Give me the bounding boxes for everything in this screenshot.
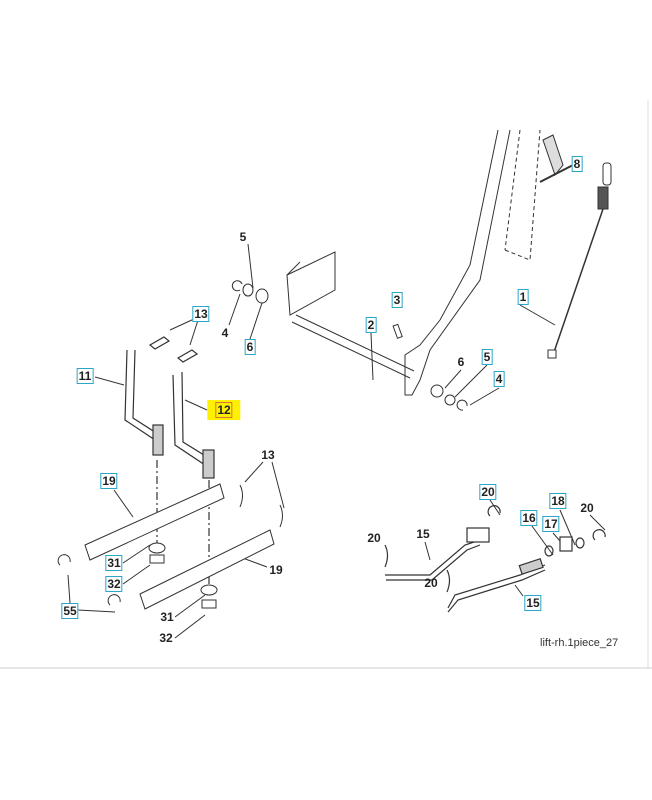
callout-13[interactable]: 13	[192, 306, 210, 322]
callout-31[interactable]: 31	[105, 555, 123, 571]
control-rods	[384, 505, 606, 613]
callout-4[interactable]: 4	[493, 371, 505, 387]
callout-20[interactable]: 20	[479, 484, 497, 500]
callout-11[interactable]: 11	[76, 368, 94, 384]
callout-17[interactable]: 17	[542, 516, 560, 532]
callout-55[interactable]: 55	[61, 603, 79, 619]
bracket-and-shaft	[231, 251, 468, 411]
callout-5[interactable]: 5	[481, 349, 493, 365]
callout-13: 13	[261, 448, 275, 462]
callout-31: 31	[160, 610, 174, 624]
callout-19[interactable]: 19	[100, 473, 118, 489]
callout-15[interactable]: 15	[524, 595, 542, 611]
callout-4: 4	[221, 326, 229, 340]
callout-19: 19	[269, 563, 283, 577]
callout-20: 20	[580, 501, 594, 515]
callout-32[interactable]: 32	[105, 576, 123, 592]
callout-16[interactable]: 16	[520, 510, 538, 526]
lift-cable	[519, 162, 612, 359]
callout-2[interactable]: 2	[365, 317, 377, 333]
lift-rods	[124, 336, 215, 595]
callout-8[interactable]: 8	[571, 156, 583, 172]
callout-12-text: 12	[215, 402, 233, 418]
callout-3[interactable]: 3	[391, 292, 403, 308]
callout-1[interactable]: 1	[517, 289, 529, 305]
callout-18[interactable]: 18	[549, 493, 567, 509]
callout-15: 15	[416, 527, 430, 541]
lift-arms	[57, 483, 283, 610]
lift-lever	[404, 129, 574, 396]
callout-6[interactable]: 6	[244, 339, 256, 355]
callout-20: 20	[367, 531, 381, 545]
diagram-caption: lift-rh.1piece_27	[540, 637, 619, 649]
callout-32: 32	[159, 631, 173, 645]
callout-12-highlighted[interactable]: 12	[207, 400, 241, 420]
callout-20: 20	[424, 576, 438, 590]
callout-5: 5	[239, 230, 247, 244]
callout-6: 6	[457, 355, 465, 369]
